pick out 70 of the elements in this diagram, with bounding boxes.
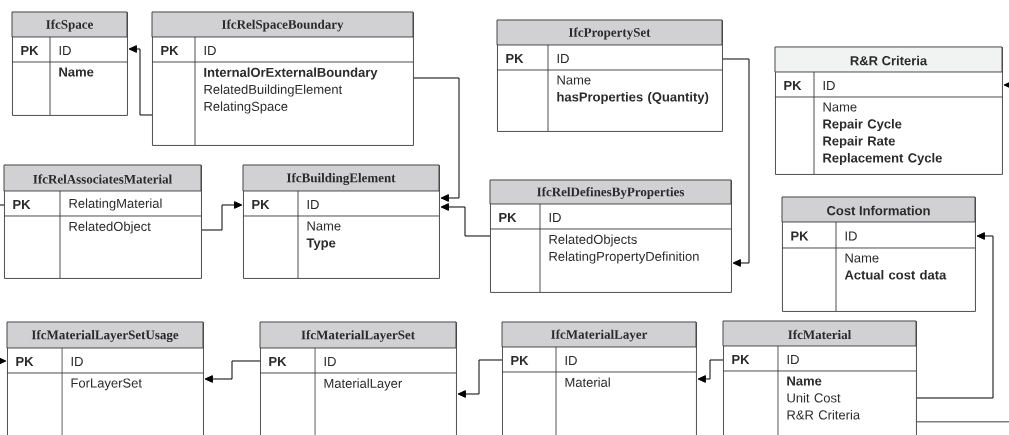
table-title: IfcMaterial <box>788 329 852 340</box>
arrow <box>722 58 750 267</box>
field-name: R&R Criteria <box>787 409 861 420</box>
key-label: PK <box>732 355 750 364</box>
field-name: Unit Cost <box>787 392 841 403</box>
field-name: RelatingSpace <box>204 101 288 114</box>
arrow <box>128 45 153 116</box>
field-name: ForLayerSet <box>71 378 142 391</box>
key-label: PK <box>784 81 802 90</box>
arrow <box>0 357 7 365</box>
field-name: ID <box>59 46 71 55</box>
arrow <box>457 359 503 398</box>
field-name: RelatingMaterial <box>69 198 162 211</box>
field-name: hasProperties (Quantity) <box>557 91 709 105</box>
arrow <box>204 360 261 383</box>
arrow <box>697 359 724 383</box>
field-name: ID <box>324 357 336 366</box>
table-title: IfcSpace <box>46 19 93 32</box>
table-title: R&R Criteria <box>850 55 928 66</box>
field-name: Type <box>306 238 336 251</box>
field-name: ID <box>845 231 857 241</box>
field-name: RelatedObjects <box>549 234 637 247</box>
key-label: PK <box>252 200 270 209</box>
field-name: Actual cost data <box>844 269 947 280</box>
field-name: Name <box>845 253 879 263</box>
field-name: Repair Cycle <box>823 118 902 132</box>
field-name: ID <box>549 213 561 222</box>
field-name: Name <box>787 376 822 386</box>
key-label: PK <box>791 231 809 241</box>
table-title: IfcRelDefinesByProperties <box>537 187 685 199</box>
table-title: IfcMaterialLayerSet <box>301 330 415 342</box>
field-name: RelatedBuildingElement <box>204 84 343 97</box>
table-title: Cost Information <box>827 205 930 216</box>
field-name: ID <box>557 54 569 63</box>
field-name: Material <box>565 377 610 387</box>
key-label: PK <box>511 356 529 365</box>
field-name: Name <box>557 75 591 85</box>
field-name: ID <box>565 356 577 365</box>
field-name: InternalOrExternalBoundary <box>204 67 378 80</box>
field-name: ID <box>71 357 83 366</box>
field-name: Name <box>823 102 857 112</box>
key-label: PK <box>161 46 179 55</box>
field-name: Name <box>59 67 94 77</box>
field-name: Repair Rate <box>823 135 895 149</box>
field-name: RelatedObject <box>69 221 151 234</box>
key-label: PK <box>13 200 31 209</box>
arrow <box>916 81 1009 423</box>
arrow <box>201 201 243 231</box>
key-label: PK <box>506 54 524 63</box>
table-title: IfcRelSpaceBoundary <box>221 19 344 32</box>
table-title: IfcMaterialLayer <box>551 329 648 342</box>
key-label: PK <box>21 46 39 55</box>
key-label: PK <box>16 357 34 366</box>
table-title: IfcPropertySet <box>568 27 651 40</box>
field-name: ID <box>787 355 799 364</box>
table-title: IfcBuildingElement <box>286 173 396 185</box>
table-title: IfcRelAssociatesMaterial <box>33 174 172 184</box>
field-name: ID <box>204 46 216 55</box>
field-name: RelatingPropertyDefinition <box>549 251 699 264</box>
arrow <box>916 232 994 399</box>
field-name: ID <box>823 81 835 90</box>
field-name: Name <box>307 221 341 231</box>
field-name: MaterialLayer <box>324 378 402 391</box>
field-name: Replacement Cycle <box>823 152 942 166</box>
key-label: PK <box>499 213 517 222</box>
key-label: PK <box>269 357 287 366</box>
arrow <box>413 77 460 202</box>
table-title: IfcMaterialLayerSetUsage <box>31 329 179 342</box>
arrow <box>440 203 491 237</box>
field-name: ID <box>307 200 319 209</box>
